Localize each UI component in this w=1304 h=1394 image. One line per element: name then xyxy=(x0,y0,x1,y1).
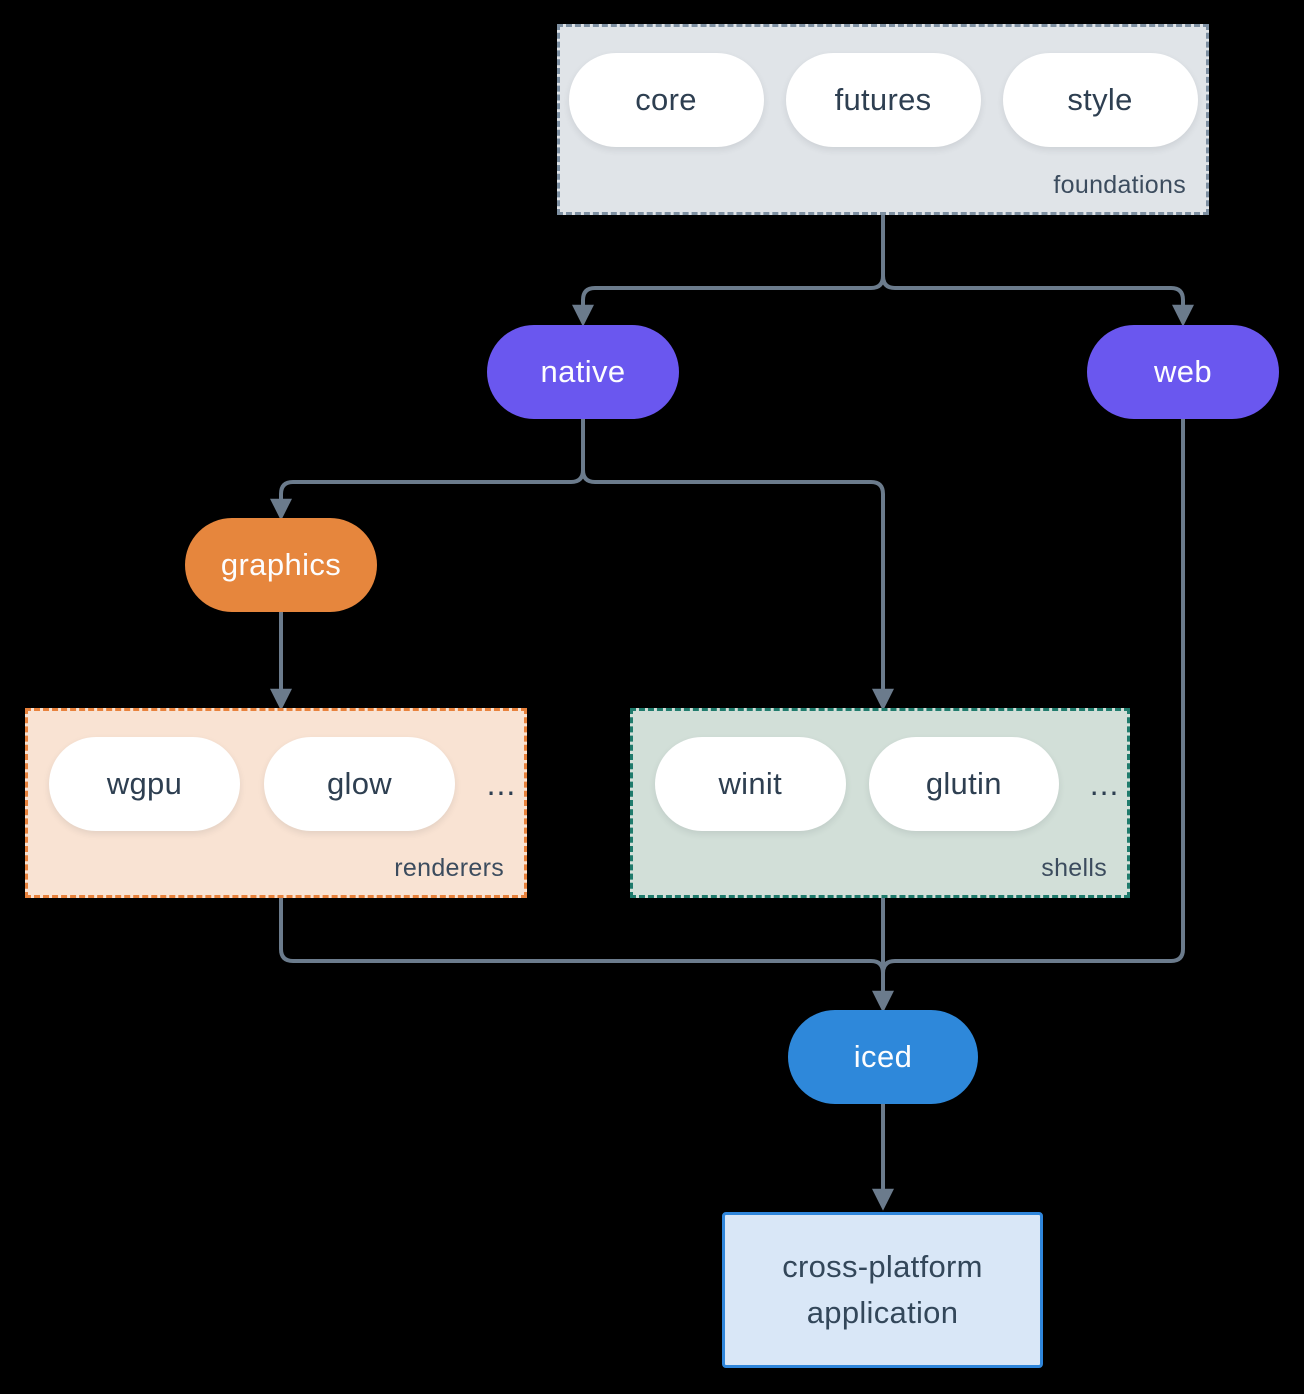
group-shells-label: shells xyxy=(1041,854,1107,882)
shells-pills: winit glutin ... xyxy=(633,711,1127,831)
node-web-label: web xyxy=(1153,354,1213,389)
group-shells: winit glutin ... shells xyxy=(630,708,1130,898)
edge-foundations-native xyxy=(572,215,885,327)
pill-winit-label: winit xyxy=(718,766,783,801)
edge-renderers-merge xyxy=(279,898,885,974)
node-iced-label: iced xyxy=(853,1039,913,1074)
pill-futures-label: futures xyxy=(834,82,932,117)
pill-style: style xyxy=(1002,53,1198,147)
foundations-pills: core futures style xyxy=(560,27,1206,147)
renderers-pills: wgpu glow ... xyxy=(28,711,524,831)
node-application: cross-platform application xyxy=(722,1212,1043,1368)
pill-glow-label: glow xyxy=(326,766,392,801)
group-foundations-label: foundations xyxy=(1053,171,1186,199)
pill-wgpu: wgpu xyxy=(49,737,240,831)
pill-glutin: glutin xyxy=(868,737,1060,831)
node-application-label: cross-platform application xyxy=(782,1249,983,1330)
node-native: native xyxy=(487,325,679,419)
group-foundations: core futures style foundations xyxy=(557,24,1209,215)
group-renderers: wgpu glow ... renderers xyxy=(25,708,527,898)
node-native-label: native xyxy=(540,354,626,389)
edge-foundations-web xyxy=(881,215,1194,327)
node-graphics: graphics xyxy=(185,518,377,612)
pill-core: core xyxy=(568,53,764,147)
pill-style-label: style xyxy=(1067,82,1133,117)
pill-futures: futures xyxy=(785,53,981,147)
pill-winit: winit xyxy=(655,737,846,831)
renderers-ellipsis: ... xyxy=(486,765,517,802)
pill-wgpu-label: wgpu xyxy=(106,766,183,801)
node-graphics-label: graphics xyxy=(220,547,342,582)
pill-glutin-label: glutin xyxy=(925,766,1002,801)
shells-ellipsis: ... xyxy=(1089,765,1120,802)
group-renderers-label: renderers xyxy=(394,854,504,882)
pill-core-label: core xyxy=(635,82,697,117)
pill-glow: glow xyxy=(263,737,455,831)
edge-native-shells xyxy=(581,419,894,711)
edge-native-graphics xyxy=(270,419,585,521)
node-iced: iced xyxy=(788,1010,978,1104)
node-web: web xyxy=(1087,325,1279,419)
